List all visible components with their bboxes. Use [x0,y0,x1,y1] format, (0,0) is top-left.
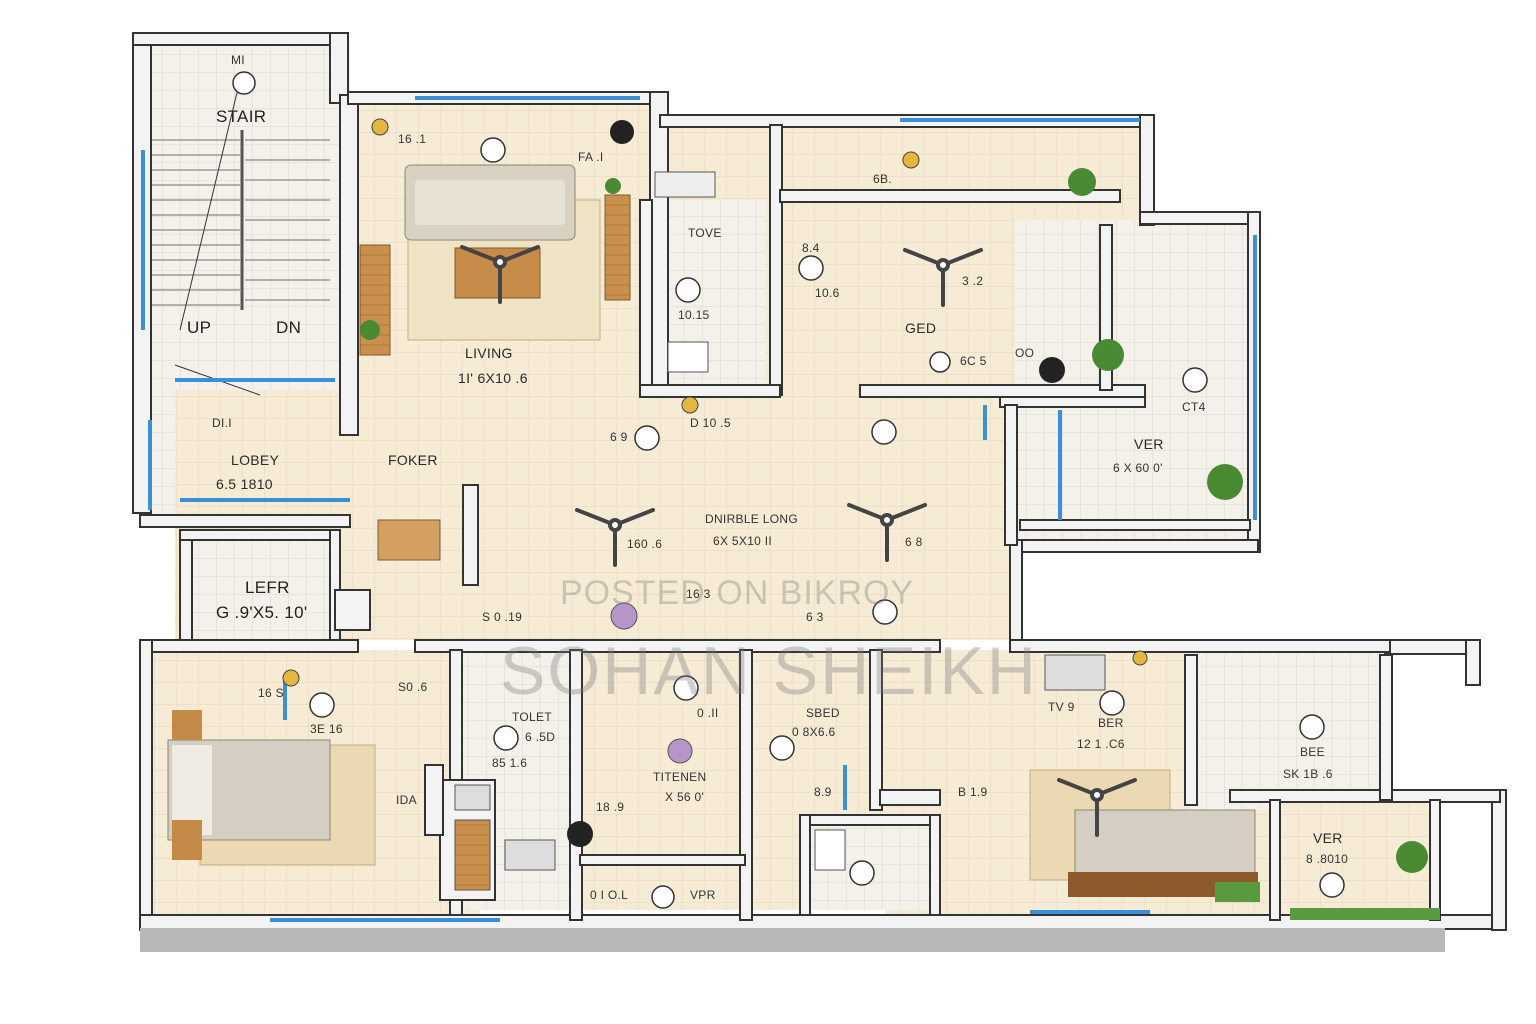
dining-tag-a: 160 .6 [627,537,663,551]
switch-marks [282,118,1148,687]
kitchen-size: X 56 0' [665,790,705,804]
bed-main-tag-a: 6B. [873,172,892,186]
lobby-tag: DI.I [212,416,232,430]
misc-mark-1: D 10 .5 [690,416,731,430]
bed-left-furniture [167,710,376,866]
bed-main-tag-f: OO [1015,346,1035,360]
bed-main-tag-e: 6C 5 [960,354,987,368]
misc-mark-5: 6 3 [806,610,824,624]
bed-small-size: 0 8X6.6 [792,725,836,739]
bed-small-label: SBED [806,706,840,720]
lobby-label: LOBEY [231,452,280,468]
living-tag-b: FA .I [578,150,604,164]
stair-label: STAIR [216,107,267,126]
misc-mark-6: S0 .6 [398,680,428,694]
bedroom-left-tag-a: 16 S [258,686,284,700]
stair-up-label: UP [187,318,212,337]
misc-mark-2: 16 3 [686,587,711,601]
bed-far-label: BEE [1300,745,1325,759]
light-fixtures [232,71,1345,909]
bed-right-label: BER [1098,716,1124,730]
ceiling-fans [460,245,1137,837]
verandah-right-tag: CT4 [1182,400,1206,414]
plants [360,168,1440,920]
verandah-right-size: 6 X 60 0' [1113,461,1163,475]
verandah-bottom-size: 8 .8010 [1306,852,1349,866]
toilet-mid-size: 6 .5D [525,730,556,744]
toilet-mid-tag: 85 1.6 [492,756,528,770]
toilet-mid-label: TOLET [512,710,552,724]
bed-right-tag: TV 9 [1048,700,1075,714]
stair-treads [150,79,330,396]
windows [141,96,1430,922]
lift-size: G .9'X5. 10' [216,603,308,622]
living-tag-a: 16 .1 [398,132,427,146]
living-label: LIVING [465,345,513,361]
dining-label: DNIRBLE LONG [705,512,798,526]
toilet-top-label: TOVE [688,226,722,240]
bed-far-size: SK 1B .6 [1283,767,1333,781]
fixtures [454,171,1106,891]
lift-label: LEFR [245,578,290,597]
stair-down-label: DN [276,318,302,337]
misc-mark-4: B 1.9 [958,785,988,799]
kitchen-tag-b: 18 .9 [596,800,625,814]
verandah-bottom-label: VER [1313,830,1343,846]
bed-main-label: GED [905,320,937,336]
bed-right-size: 12 1 .C6 [1077,737,1125,751]
foyer-label: FOKER [388,452,438,468]
verandah-kitchen-label: VPR [690,888,716,902]
bed-main-tag-d: 3 .2 [962,274,984,288]
kitchen-tag: 0 .II [697,706,719,720]
toilet-top-size: 10.15 [678,308,710,322]
living-furniture [359,164,631,561]
bedroom-left-tag-c: IDA [396,793,417,807]
dining-tag-b: 6 8 [905,535,923,549]
misc-mark-7: S 0 .19 [482,610,523,624]
dining-size: 6X 5X10 II [713,534,773,548]
lobby-size: 6.5 1810 [216,476,273,492]
bed-main-tag-b: 8.4 [802,241,820,255]
bed-right-furniture [1029,769,1258,897]
stair-top-mark: MI [231,53,245,67]
bed-main-tag-c: 10.6 [815,286,840,300]
base-band [140,928,1445,952]
living-size: 1I' 6X10 .6 [458,370,528,386]
verandah-kitchen-size: 0 I O.L [590,888,629,902]
misc-mark-3: 6 9 [610,430,628,444]
bedroom-left-tag-b: 3E 16 [310,722,343,736]
bed-small-tag: 8.9 [814,785,832,799]
kitchen-label: TITENEN [653,770,707,784]
verandah-right-label: VER [1134,436,1164,452]
accent-lights [567,120,1065,847]
